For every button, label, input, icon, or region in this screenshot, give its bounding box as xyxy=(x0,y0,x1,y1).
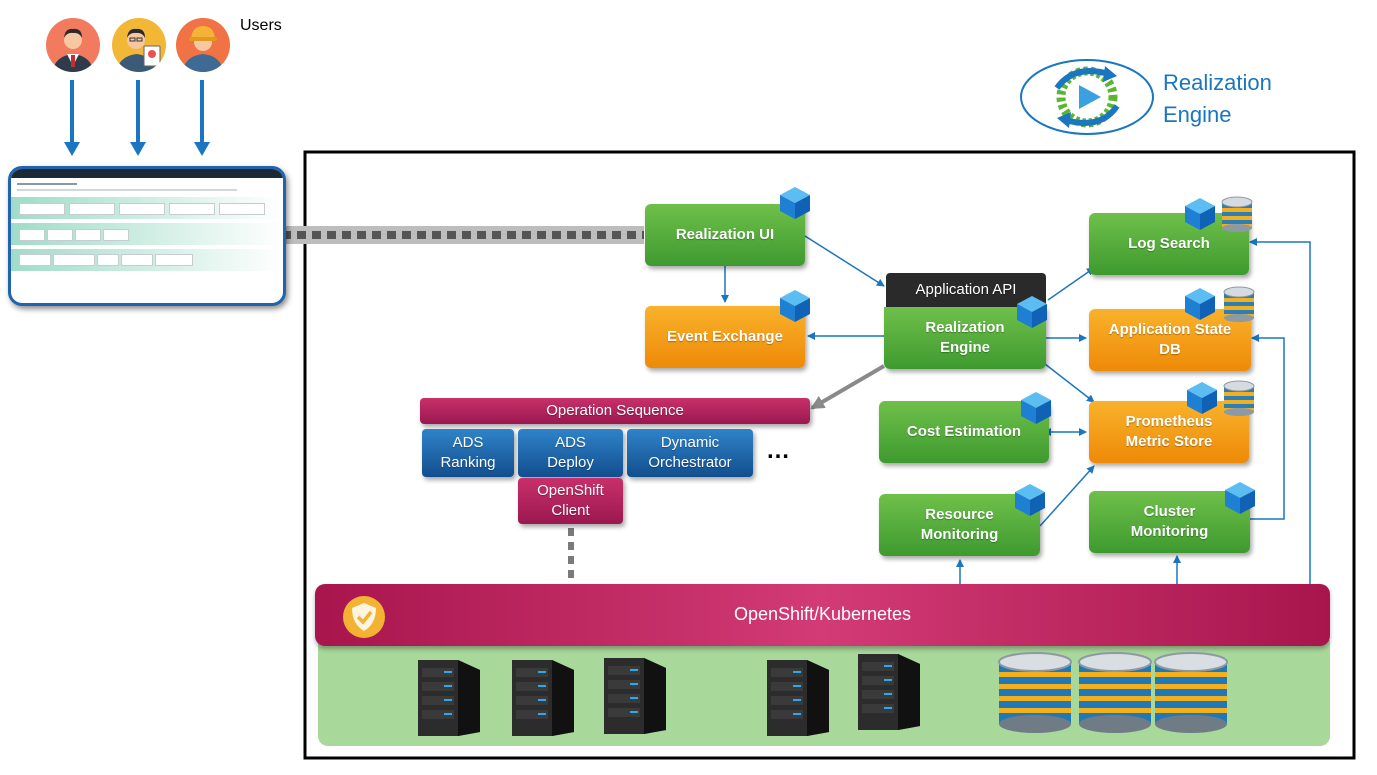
server-rack-icon xyxy=(604,658,666,734)
openshift-client-box: OpenShift Client xyxy=(518,478,623,524)
database-icon xyxy=(1078,652,1152,733)
server-rack-icon xyxy=(512,660,574,736)
more-ellipsis: … xyxy=(766,437,792,464)
users-label: Users xyxy=(240,17,282,34)
brand-title: Realization Engine xyxy=(1163,70,1272,127)
cube-icon xyxy=(1021,392,1051,424)
database-icon xyxy=(1154,652,1228,733)
server-rack-icon xyxy=(418,660,480,736)
user-avatar-icon xyxy=(112,18,166,72)
application-state-db-box: Application State DB xyxy=(1089,309,1251,371)
server-rack-icon xyxy=(767,660,829,736)
cube-icon xyxy=(1017,296,1047,328)
cube-icon xyxy=(1187,382,1217,414)
cube-icon xyxy=(780,290,810,322)
operation-sequence-bar: Operation Sequence xyxy=(420,398,810,424)
platform-label: OpenShift/Kubernetes xyxy=(733,604,912,624)
dynamic-orchestrator-box: Dynamic Orchestrator xyxy=(627,429,753,477)
server-rack-icon xyxy=(858,654,920,730)
prometheus-metric-store-box: Prometheus Metric Store xyxy=(1089,401,1249,463)
ads-deploy-box: ADS Deploy xyxy=(518,429,623,477)
cube-icon xyxy=(1225,482,1255,514)
cube-icon xyxy=(1015,484,1045,516)
realization-ui-box: Realization UI xyxy=(645,204,805,266)
database-icon xyxy=(998,652,1072,733)
openshift-kubernetes-band xyxy=(315,584,1330,646)
realization-engine-box: Realization Engine xyxy=(884,307,1046,369)
cost-estimation-box: Cost Estimation xyxy=(879,401,1049,463)
user-avatar-icon xyxy=(46,18,100,72)
shield-check-icon xyxy=(343,596,385,638)
user-avatar-icon xyxy=(176,18,230,72)
cube-icon xyxy=(1185,198,1215,230)
database-icon xyxy=(1223,286,1255,322)
database-icon xyxy=(1223,380,1255,416)
cube-icon xyxy=(1185,288,1215,320)
dashboard-screenshot xyxy=(8,166,286,306)
database-icon xyxy=(1221,196,1253,232)
cluster-monitoring-box: Cluster Monitoring xyxy=(1089,491,1250,553)
ads-ranking-box: ADS Ranking xyxy=(422,429,514,477)
resource-monitoring-box: Resource Monitoring xyxy=(879,494,1040,556)
event-exchange-box: Event Exchange xyxy=(645,306,805,368)
dashboard-header xyxy=(11,169,283,178)
cycle-arrows-icon xyxy=(1020,59,1154,135)
cube-icon xyxy=(780,187,810,219)
application-api-box: Application API xyxy=(886,273,1046,307)
